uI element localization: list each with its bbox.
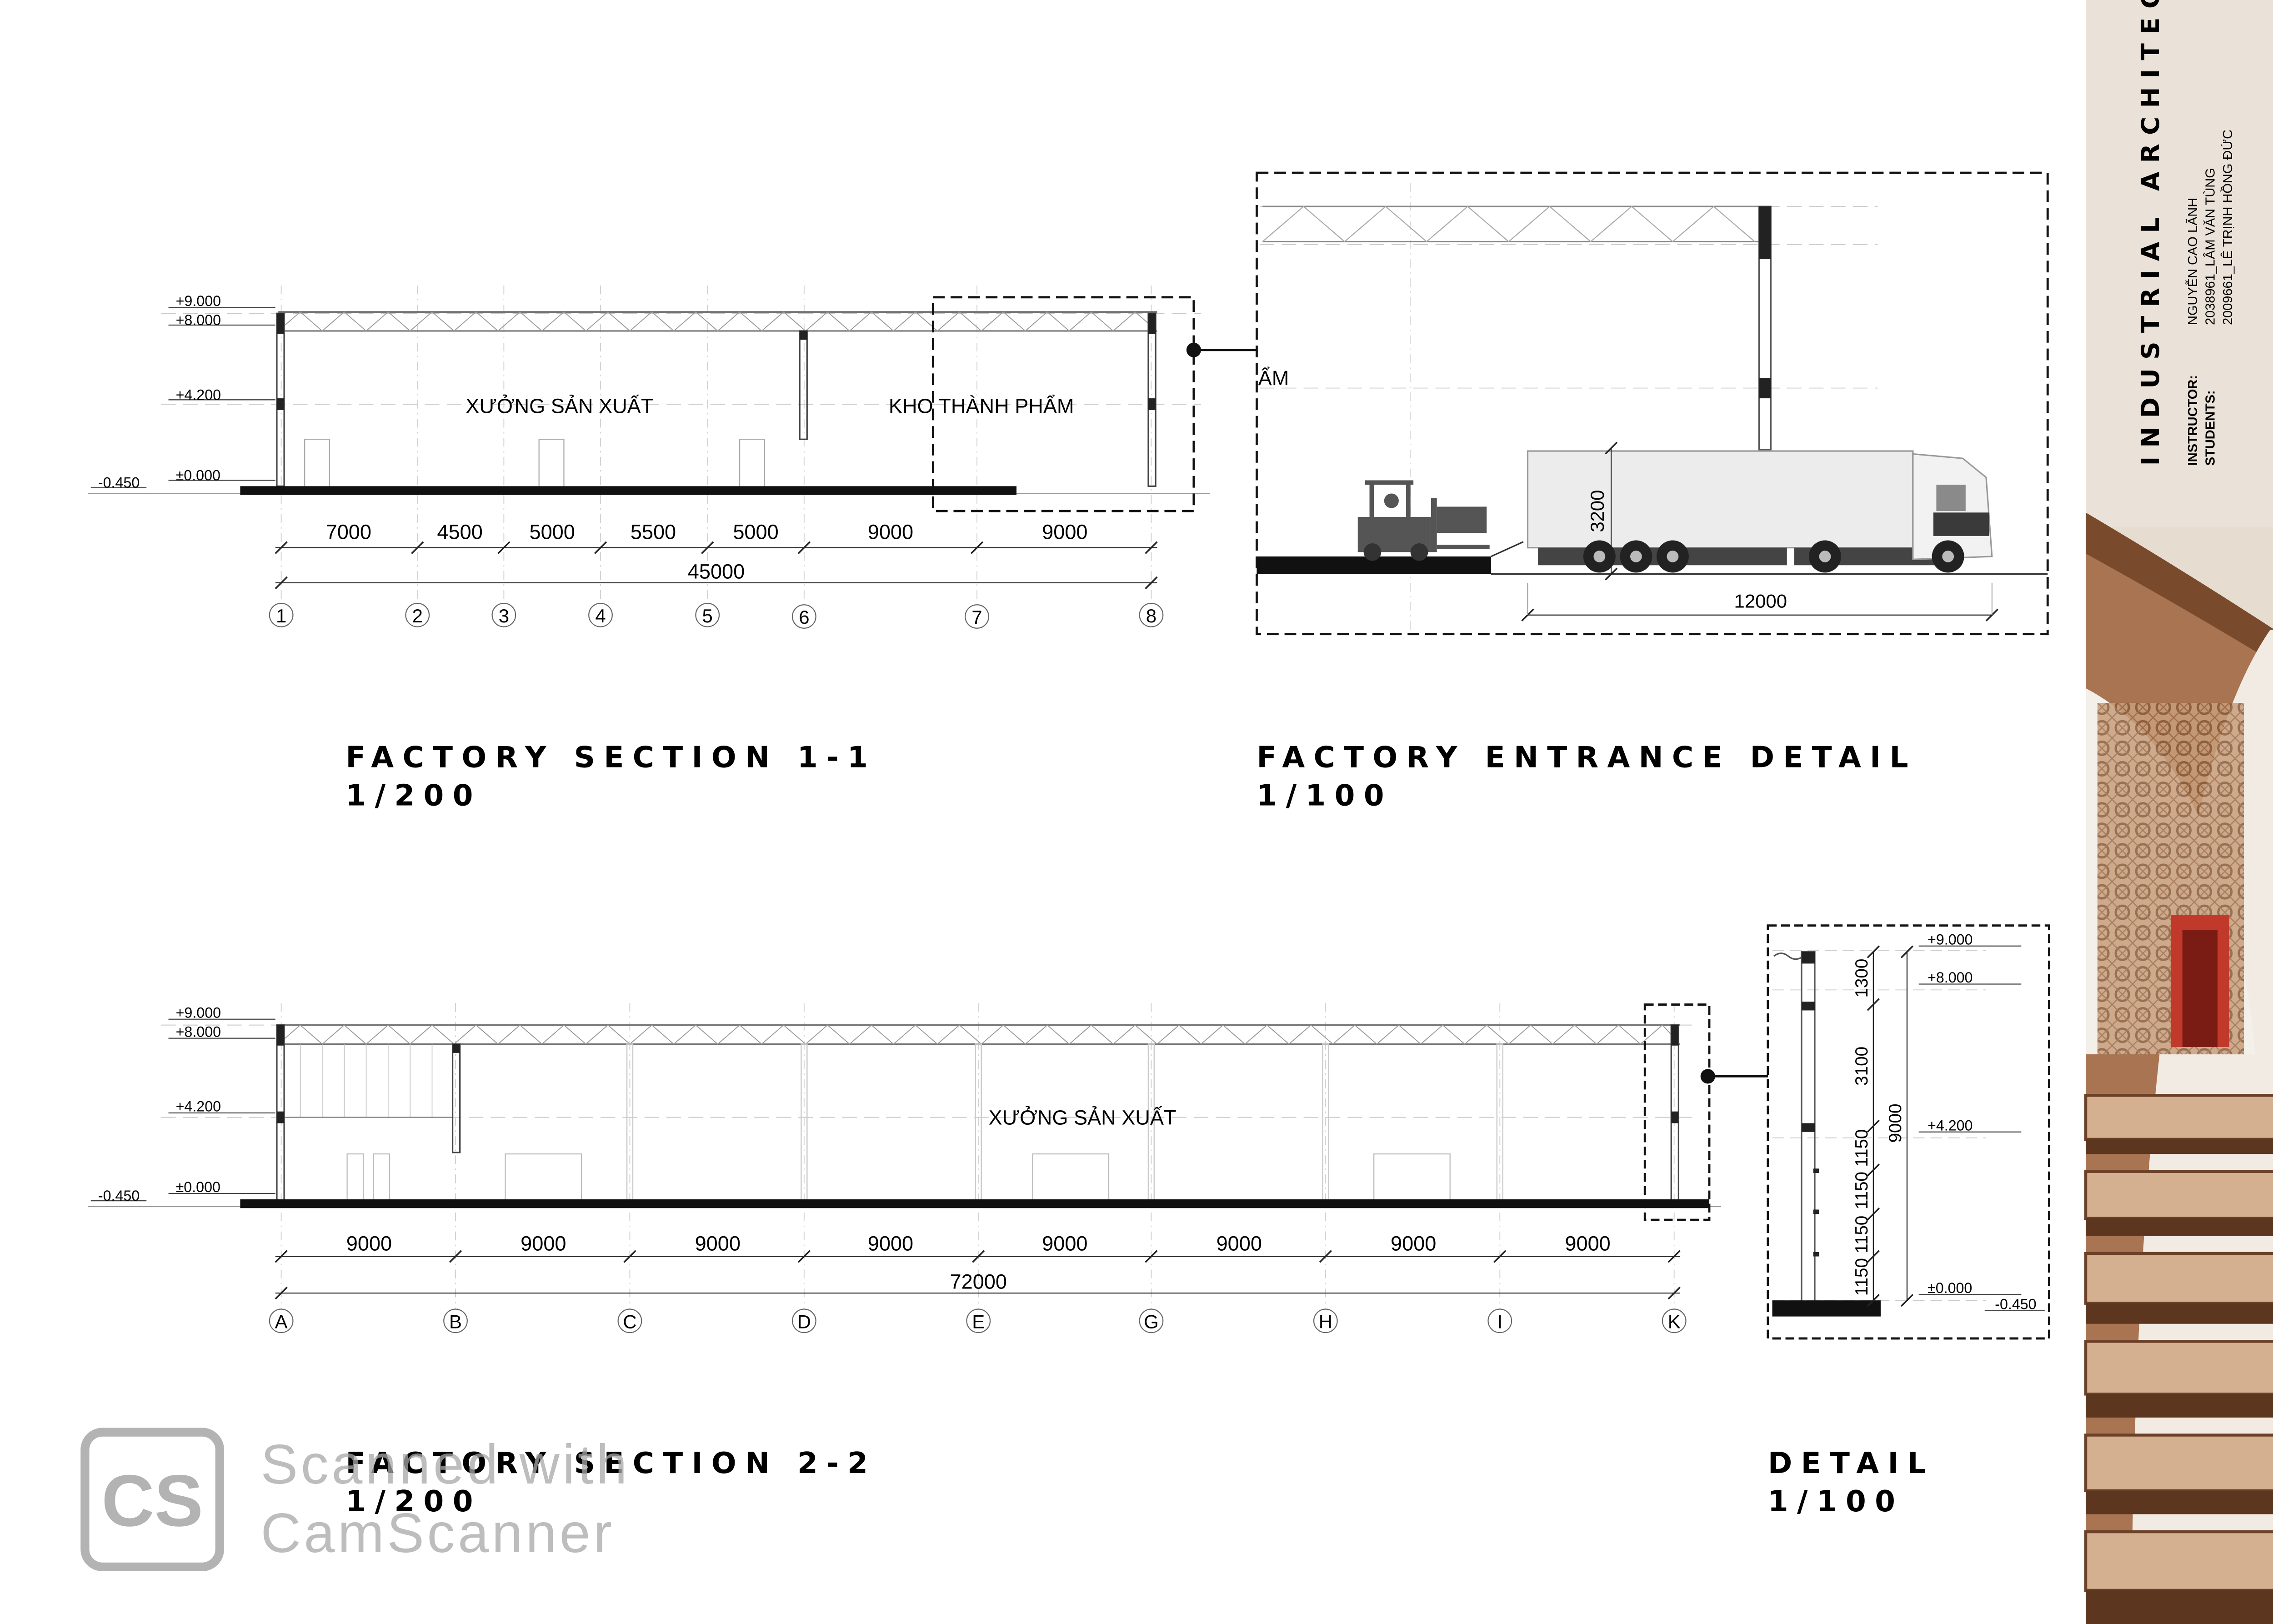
- drawing-title: DETAIL: [1768, 1446, 1935, 1480]
- level-label: +8.000: [176, 1023, 221, 1040]
- instructor-label: INSTRUCTOR:: [2186, 375, 2200, 466]
- level-label: +8.000: [176, 312, 221, 328]
- dimension-value: 5000: [733, 520, 778, 543]
- camscanner-watermark: CS Scanned with CamScanner: [80, 1428, 630, 1572]
- watermark-line: CamScanner: [261, 1502, 615, 1564]
- level-label: +4.200: [176, 1098, 221, 1115]
- detail-total: 9000: [1886, 1103, 1905, 1143]
- drawing-scale: 1/100: [1768, 1484, 1904, 1519]
- level-label: +9.000: [176, 1005, 221, 1021]
- level-label: +9.000: [1928, 931, 1973, 947]
- architectural-render-image: [2084, 512, 2273, 1624]
- axis-label: 2: [412, 605, 423, 627]
- forklift-illustration: [1357, 480, 1490, 561]
- drawing-title: FACTORY SECTION 1-1: [345, 741, 876, 775]
- axis-label: H: [1319, 1311, 1332, 1332]
- watermark-logo: CS: [101, 1460, 203, 1542]
- dimension-value: 9000: [1042, 520, 1087, 543]
- detail-dimension: 1150: [1852, 1129, 1872, 1167]
- drawing-scale: 1/100: [1257, 779, 1392, 813]
- detail-dimension: 1150: [1852, 1216, 1872, 1253]
- student-name: 2009661_LÊ TRỊNH HỒNG ĐỨC: [2220, 130, 2235, 325]
- dimension-value: 5000: [529, 520, 575, 543]
- dimension-value: 9000: [346, 1232, 392, 1255]
- dimension-value: 9000: [1217, 1232, 1262, 1255]
- axis-label: 5: [702, 605, 713, 627]
- section-2-2: +9.000 +8.000 +4.200 ±0.000 -0.450 XƯỞNG…: [88, 1003, 1768, 1519]
- wall-detail: +9.000 +8.000 +4.200 ±0.000 -0.450 1300 …: [1767, 924, 2050, 1519]
- axis-label: 4: [595, 605, 606, 627]
- axis-label: I: [1497, 1311, 1502, 1332]
- dimension-value: 4500: [437, 520, 483, 543]
- axis-label: B: [449, 1311, 462, 1332]
- dimension-total: 45000: [688, 560, 745, 583]
- dimension-value: 9000: [868, 520, 913, 543]
- level-label: +4.200: [176, 386, 221, 403]
- drawing-title: FACTORY SECTION 2-2: [345, 1446, 876, 1480]
- detail-dimension: 1150: [1852, 1172, 1872, 1209]
- axis-label: C: [623, 1311, 636, 1332]
- drawing-scale: 1/200: [345, 779, 481, 813]
- student-name: 2038961_LÂM VĂN TÙNG: [2203, 168, 2218, 325]
- axis-label: E: [972, 1311, 985, 1332]
- axis-label: 8: [1146, 605, 1157, 627]
- axis-label: A: [275, 1311, 288, 1332]
- dimension-value: 9000: [1391, 1232, 1436, 1255]
- truck-illustration: [1527, 450, 1993, 573]
- dimension-total: 72000: [950, 1270, 1007, 1293]
- axis-label: G: [1144, 1311, 1159, 1332]
- truck-height: 3200: [1587, 490, 1608, 532]
- truck-length: 12000: [1734, 591, 1787, 612]
- level-label: ±0.000: [176, 467, 220, 483]
- dimension-value: 9000: [1565, 1232, 1610, 1255]
- dimension-value: 7000: [326, 520, 371, 543]
- room-label: XƯỞNG SẢN XUẤT: [466, 394, 653, 417]
- dimension-value: 9000: [868, 1232, 913, 1255]
- level-label: -0.450: [98, 475, 140, 491]
- dimension-value: 9000: [695, 1232, 741, 1255]
- project-title: INDUSTRIAL ARCHITECTURE: [2136, 0, 2165, 466]
- room-label-fragment: ẨM: [1258, 366, 1289, 390]
- axis-label: 3: [499, 605, 509, 627]
- detail-dimension: 3100: [1852, 1047, 1872, 1086]
- title-side-panel: INDUSTRIAL ARCHITECTURE INSTRUCTOR: STUD…: [2084, 0, 2273, 1624]
- axis-label: 1: [276, 605, 286, 627]
- level-label: +4.200: [1928, 1118, 1973, 1134]
- students-label: STUDENTS:: [2203, 390, 2218, 466]
- axis-label: 6: [799, 606, 809, 628]
- watermark-line: Scanned with: [261, 1433, 630, 1495]
- axis-label: D: [797, 1311, 811, 1332]
- instructor-name: NGUYỄN CAO LÃNH: [2185, 198, 2200, 325]
- drawing-scale: 1/200: [345, 1484, 481, 1519]
- dimension-value: 9000: [1042, 1232, 1087, 1255]
- axis-label: 7: [971, 606, 982, 628]
- level-label: ±0.000: [176, 1179, 220, 1195]
- section-1-1: +9.000 +8.000 +4.200 ±0.000 -0.450 XƯỞNG…: [88, 286, 1257, 813]
- detail-dimension: 1150: [1852, 1258, 1872, 1296]
- dimension-value: 9000: [521, 1232, 566, 1255]
- level-label: +8.000: [1928, 969, 1973, 986]
- dimension-value: 5500: [631, 520, 676, 543]
- drawing-title: FACTORY ENTRANCE DETAIL: [1257, 741, 1917, 775]
- level-label: -0.450: [98, 1188, 140, 1204]
- level-label: +9.000: [176, 293, 221, 309]
- detail-dimension: 1300: [1852, 959, 1872, 998]
- room-label: KHO THÀNH PHẨM: [889, 394, 1074, 417]
- level-label: ±0.000: [1928, 1280, 1972, 1296]
- room-label: XƯỞNG SẢN XUẤT: [989, 1106, 1177, 1129]
- axis-label: K: [1668, 1311, 1681, 1332]
- entrance-detail: ẨM 3200 12000 FACTORY ENTRANCE DETAIL 1/…: [1256, 171, 2049, 813]
- level-label: -0.450: [1995, 1296, 2036, 1313]
